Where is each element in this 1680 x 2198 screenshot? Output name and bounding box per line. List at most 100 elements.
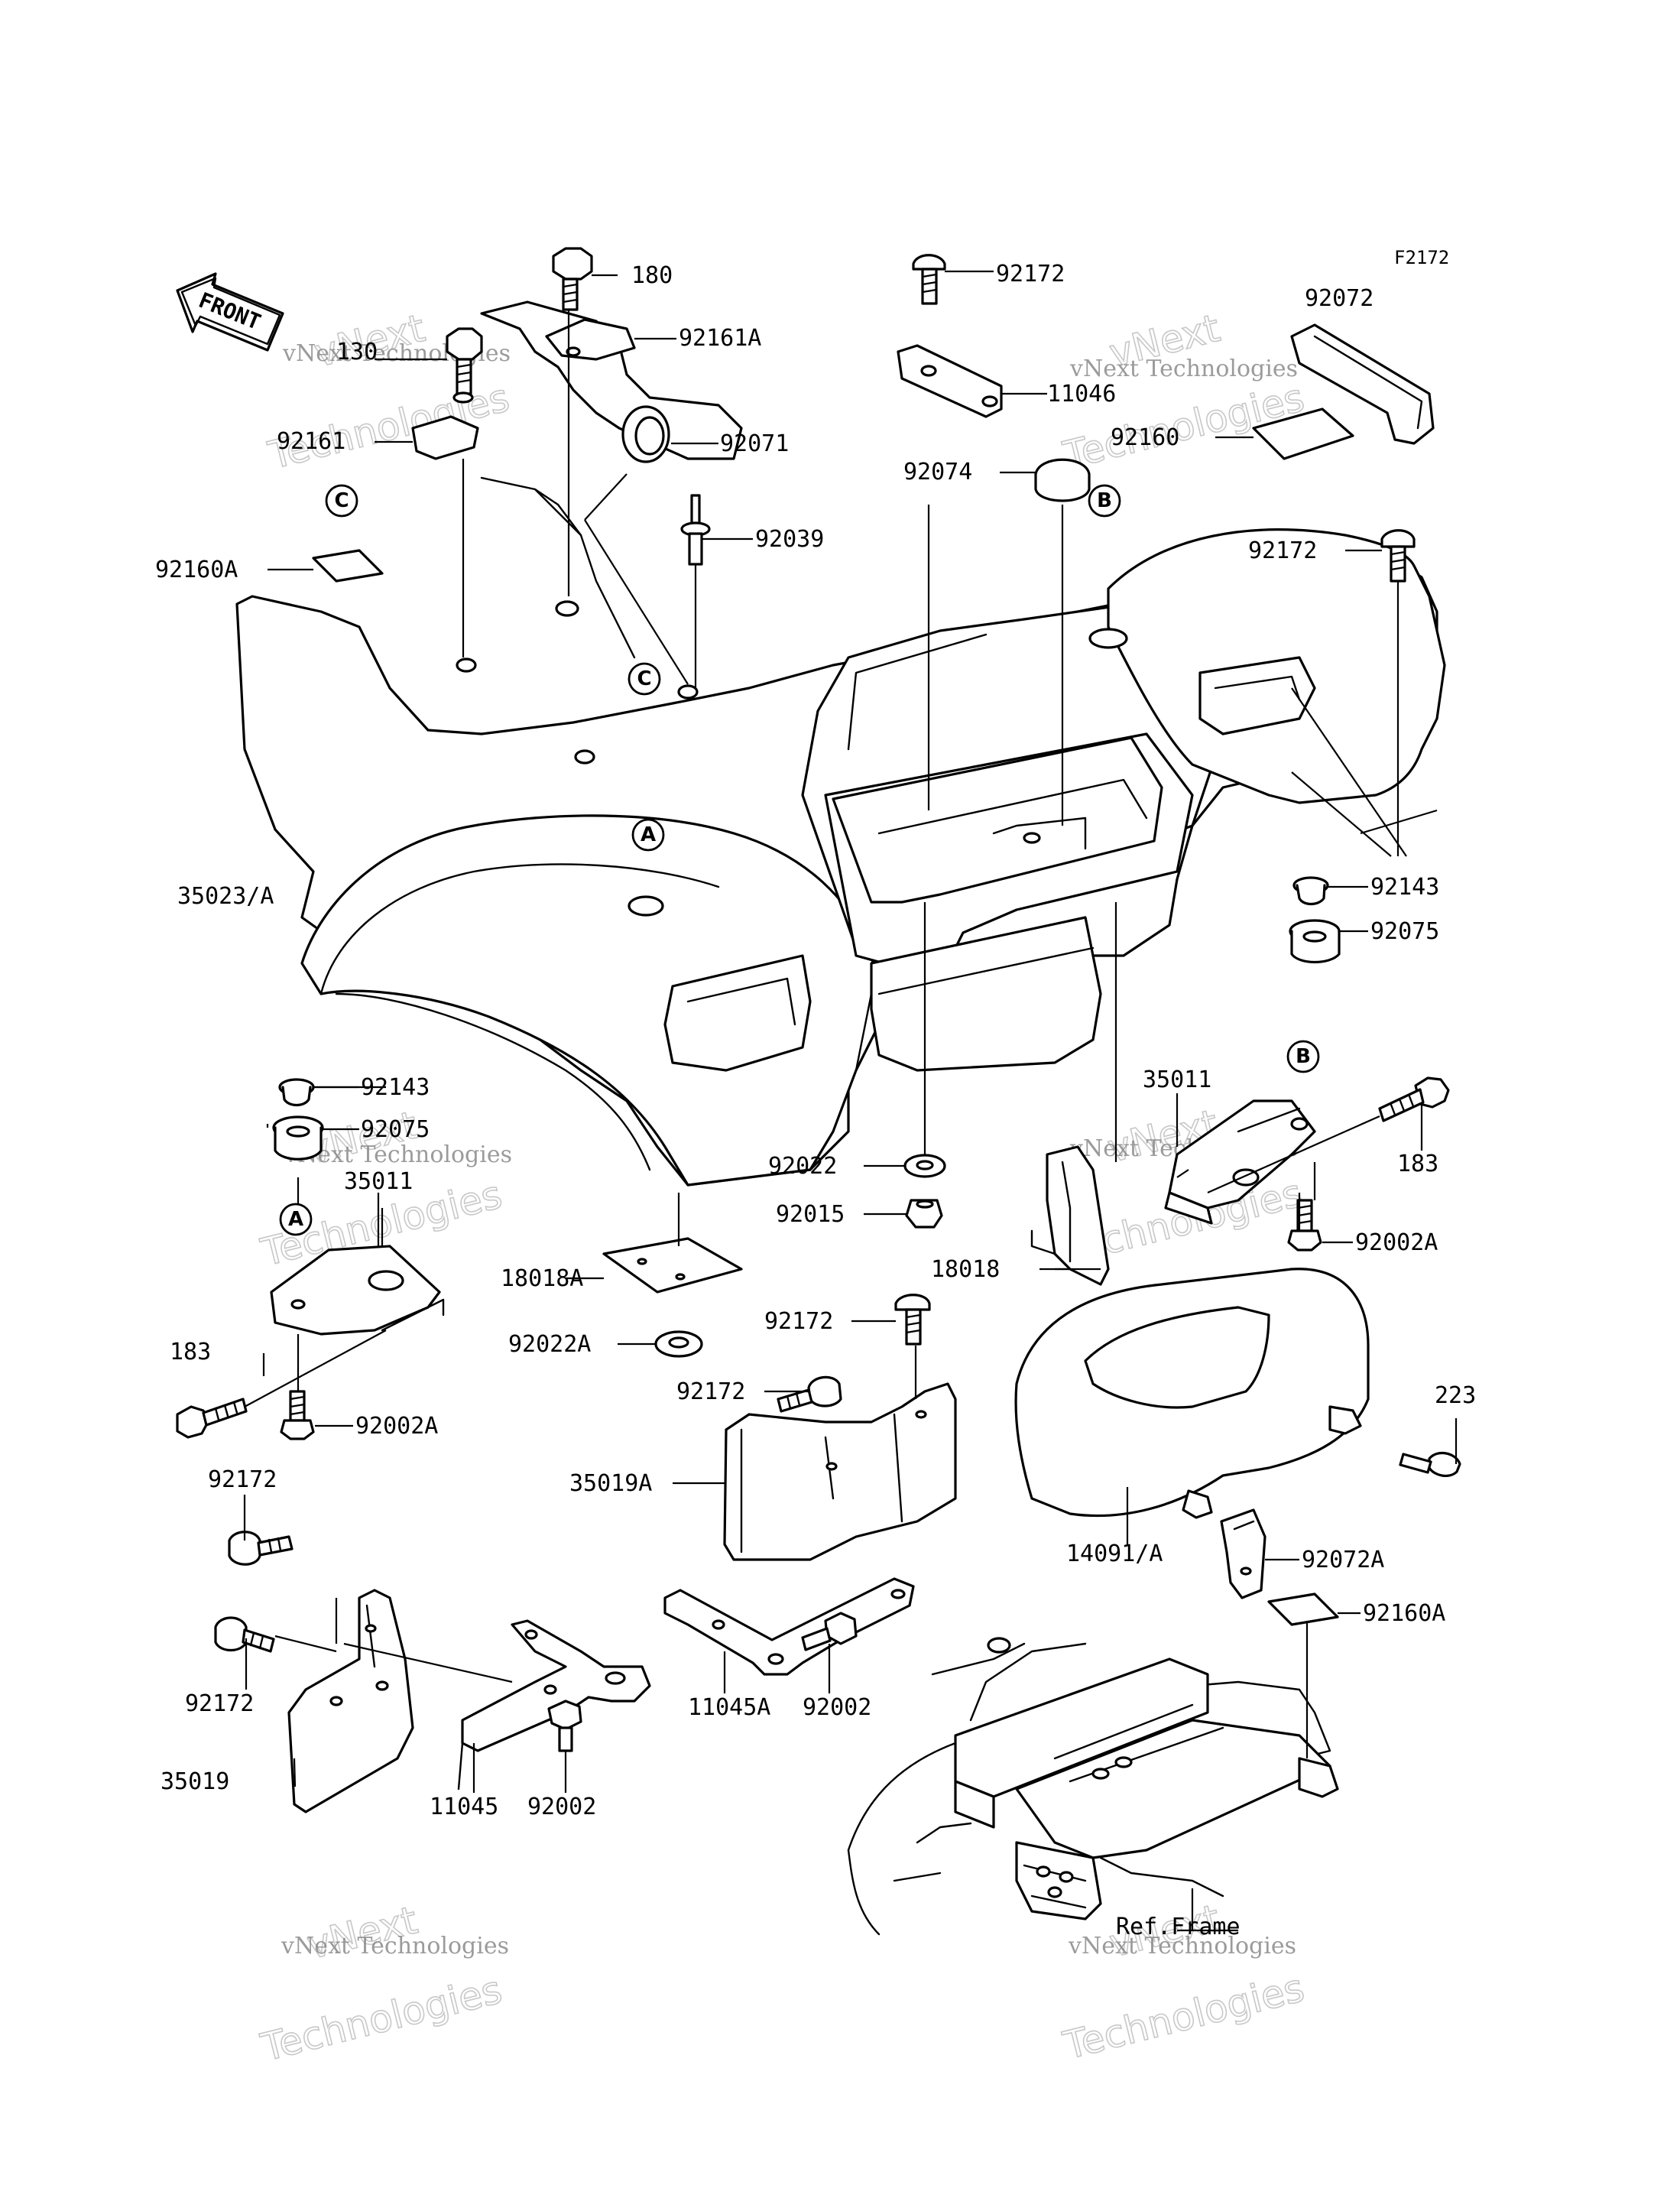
part-label-92074: 92074 [903, 459, 972, 485]
watermark-bottom-left: Technologies vNext [256, 1898, 507, 2071]
bolt-130-icon [446, 327, 483, 404]
watermark-small: vNext Technologies [1068, 1933, 1296, 1959]
bolt-92172-icon [214, 1616, 275, 1653]
part-label-92172: 92172 [185, 1690, 254, 1717]
pad-92160A-icon [1267, 1592, 1339, 1626]
part-label-92160: 92160 [1111, 424, 1179, 451]
bolt-92002-icon [801, 1612, 858, 1651]
bolt-92172-icon [777, 1375, 842, 1413]
part-label-92075: 92075 [1370, 918, 1439, 945]
grommet-92071-icon [621, 405, 670, 463]
part-label-223: 223 [1435, 1382, 1476, 1409]
ref-marker-b-letter: B [1296, 1045, 1311, 1068]
part-label-92002: 92002 [527, 1794, 596, 1820]
bracket-35019A-icon [723, 1382, 957, 1561]
part-label-92022: 92022 [768, 1153, 837, 1180]
pad-92160-icon [1252, 407, 1354, 460]
seat-cover-14091A [1014, 1268, 1370, 1519]
ref-marker-b-letter: B [1097, 489, 1112, 512]
part-label-92075: 92075 [361, 1116, 430, 1143]
part-labels: 180 92172 92072 130 92161A 11046 92161 9… [155, 261, 1476, 1940]
pad-18018A-icon [602, 1237, 743, 1294]
watermark-big: Technologies [257, 1967, 507, 2070]
part-label-35019: 35019 [161, 1768, 229, 1795]
part-label-92072A: 92072A [1302, 1547, 1384, 1573]
washer-92022A-icon [654, 1330, 703, 1358]
mount-hole [456, 657, 477, 673]
ref-marker-c-fender: C [628, 662, 661, 696]
part-label-92160A: 92160A [1363, 1600, 1445, 1627]
mount-hole [1088, 628, 1128, 649]
bolt-180-icon [552, 247, 593, 311]
part-label-18018A: 18018A [501, 1265, 583, 1292]
ref-marker-a-fender: A [631, 818, 665, 852]
ref-marker-a-letter: A [288, 1208, 303, 1231]
leader-lines [243, 270, 1458, 1930]
bolt-92002-icon [547, 1700, 582, 1752]
part-label-92161A: 92161A [679, 325, 761, 352]
part-label-35019A: 35019A [569, 1470, 652, 1497]
part-label-35023A: 35023/A [177, 883, 274, 910]
nut-92015-icon [905, 1199, 943, 1229]
collar-92143-icon [1292, 876, 1329, 906]
bracket-11046-icon [897, 344, 1003, 418]
collar-92143-icon [278, 1078, 315, 1107]
part-label-92022A: 92022A [508, 1331, 591, 1358]
ref-marker-c-letter: C [637, 667, 651, 690]
mount-hole [677, 684, 699, 700]
plate-92161-icon [411, 415, 479, 460]
bracket-11045A-icon [663, 1577, 915, 1676]
pad-92160A-icon [312, 549, 384, 583]
front-arrow-icon: FRONT [176, 272, 284, 352]
damper-92075-icon [272, 1115, 324, 1161]
ref-marker-c-top: C [325, 484, 358, 518]
ref-frame-structure [847, 1637, 1339, 1936]
bolt-92002A-icon [280, 1390, 315, 1440]
part-label-92002: 92002 [803, 1694, 871, 1721]
damper-92075-icon [1289, 919, 1341, 963]
part-label-183: 183 [170, 1339, 211, 1365]
rear-fender-35023A [235, 300, 1446, 1187]
bolt-183-icon [176, 1398, 248, 1439]
ref-marker-a-bracket: A [279, 1203, 313, 1236]
part-label-35011: 35011 [344, 1168, 413, 1195]
mount-hole [1023, 832, 1041, 844]
part-label-11046: 11046 [1047, 381, 1116, 407]
part-label-92039: 92039 [755, 526, 824, 553]
figure-code: F2172 [1394, 247, 1449, 268]
watermark-big: Technologies [1059, 1966, 1309, 2068]
mount-hole [628, 895, 664, 917]
strap-92072A-icon [1220, 1508, 1266, 1599]
bolt-92172-icon [228, 1531, 294, 1566]
label-connectors [266, 1086, 1238, 1932]
part-label-92161: 92161 [277, 428, 345, 455]
mount-hole [574, 749, 595, 765]
pin-92039-icon [680, 494, 711, 566]
part-label-92160A: 92160A [155, 557, 238, 583]
part-label-92071: 92071 [720, 430, 789, 457]
ref-marker-b-fender: B [1088, 484, 1121, 518]
ref-marker-c-letter: C [334, 489, 349, 512]
washer-92022-icon [903, 1154, 946, 1178]
bolt-223-icon [1399, 1451, 1461, 1478]
watermark-small: vNext Technologies [281, 1933, 509, 1959]
part-label-92143: 92143 [1370, 874, 1439, 901]
part-label-92072: 92072 [1305, 285, 1374, 312]
part-label-11045: 11045 [430, 1794, 498, 1820]
part-label-11045A: 11045A [688, 1694, 770, 1721]
mudflap-35019-icon [287, 1589, 414, 1813]
part-label-ref-frame: Ref.Frame [1116, 1914, 1241, 1940]
part-label-92172: 92172 [1248, 537, 1317, 564]
part-label-92015: 92015 [776, 1201, 845, 1228]
watermark-small: vNext Technologies [1069, 356, 1298, 382]
part-label-92002A: 92002A [355, 1413, 438, 1440]
bolt-92172-icon [894, 1294, 931, 1346]
bracket-11045-icon [457, 1619, 651, 1791]
part-label-92002A: 92002A [1355, 1229, 1438, 1256]
bracket-35011-icon [270, 1245, 445, 1336]
bolt-183-icon [1378, 1076, 1450, 1122]
part-label-180: 180 [631, 262, 673, 289]
part-label-183: 183 [1397, 1151, 1438, 1177]
part-label-130: 130 [336, 339, 378, 365]
